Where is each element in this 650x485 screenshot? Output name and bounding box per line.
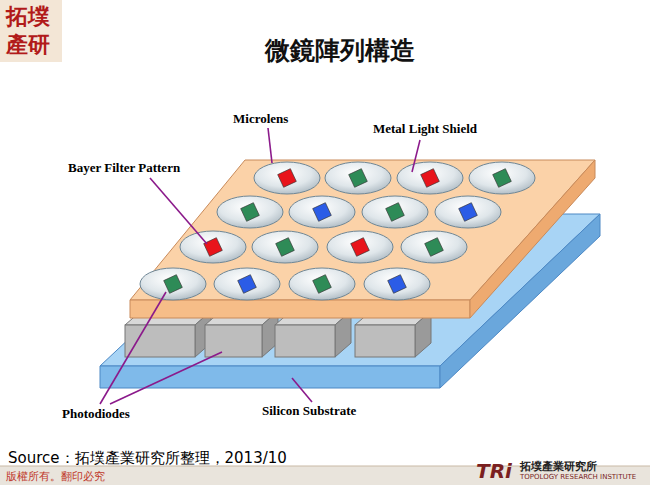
logo-text: 拓墣	[6, 2, 50, 32]
filter-plate-top	[130, 160, 595, 300]
source-caption: Source：拓墣產業研究所整理，2013/10	[8, 449, 287, 468]
photodiode-block	[355, 325, 415, 357]
part-label: Bayer Filter Pattern	[68, 160, 180, 176]
color-filter	[278, 169, 297, 188]
color-filter	[349, 169, 368, 188]
logo-mark: TRi	[476, 459, 512, 483]
slide-title: 微鏡陣列構造	[265, 34, 415, 67]
part-label: Silicon Substrate	[262, 403, 356, 419]
color-filter	[493, 169, 512, 188]
filter-plate-front	[130, 300, 470, 318]
part-label: Photodiodes	[62, 406, 130, 422]
microlens	[327, 231, 393, 263]
microlens	[214, 268, 280, 300]
microlens	[435, 196, 501, 228]
color-filter	[313, 203, 332, 222]
microlens	[401, 231, 467, 263]
color-filter	[238, 275, 257, 294]
color-filter	[313, 275, 332, 294]
microlens	[252, 231, 318, 263]
color-filter	[425, 238, 444, 257]
microlens	[140, 268, 206, 300]
photodiode-block	[125, 325, 195, 357]
color-filter	[204, 238, 223, 257]
logo-ground	[0, 0, 62, 62]
part-label: Microlens	[233, 111, 288, 127]
color-filter	[351, 238, 370, 257]
logo-subtitle: TOPOLOGY RESEARCH INSTITUTE	[520, 473, 636, 481]
microlens	[217, 196, 283, 228]
color-filter	[386, 203, 405, 222]
microlens	[289, 196, 355, 228]
color-filter	[459, 203, 478, 222]
leader-line	[100, 292, 166, 404]
color-filter	[276, 238, 295, 257]
leader-line	[150, 178, 207, 244]
microlens	[289, 268, 355, 300]
color-filter	[164, 275, 183, 294]
photodiode-block	[275, 325, 335, 357]
microlens	[397, 162, 463, 194]
microlens	[180, 231, 246, 263]
copyright-note: 版權所有。翻印必究	[6, 469, 105, 484]
logo-text: 產研	[6, 30, 50, 60]
color-filter	[241, 203, 260, 222]
leader-line	[412, 140, 420, 172]
logo-name: 拓墣產業研究所	[520, 459, 597, 474]
microlens	[469, 162, 535, 194]
microlens	[364, 268, 430, 300]
color-filter	[421, 169, 440, 188]
color-filter	[388, 275, 407, 294]
microlens-group	[140, 162, 535, 300]
microlens	[254, 162, 320, 194]
leader-line	[268, 128, 272, 163]
microlens	[362, 196, 428, 228]
leader-line	[292, 378, 312, 402]
leader-line	[110, 352, 222, 404]
microlens	[325, 162, 391, 194]
part-label: Metal Light Shield	[373, 121, 477, 137]
photodiode-block	[205, 325, 262, 357]
filter-plate-side	[470, 160, 595, 318]
